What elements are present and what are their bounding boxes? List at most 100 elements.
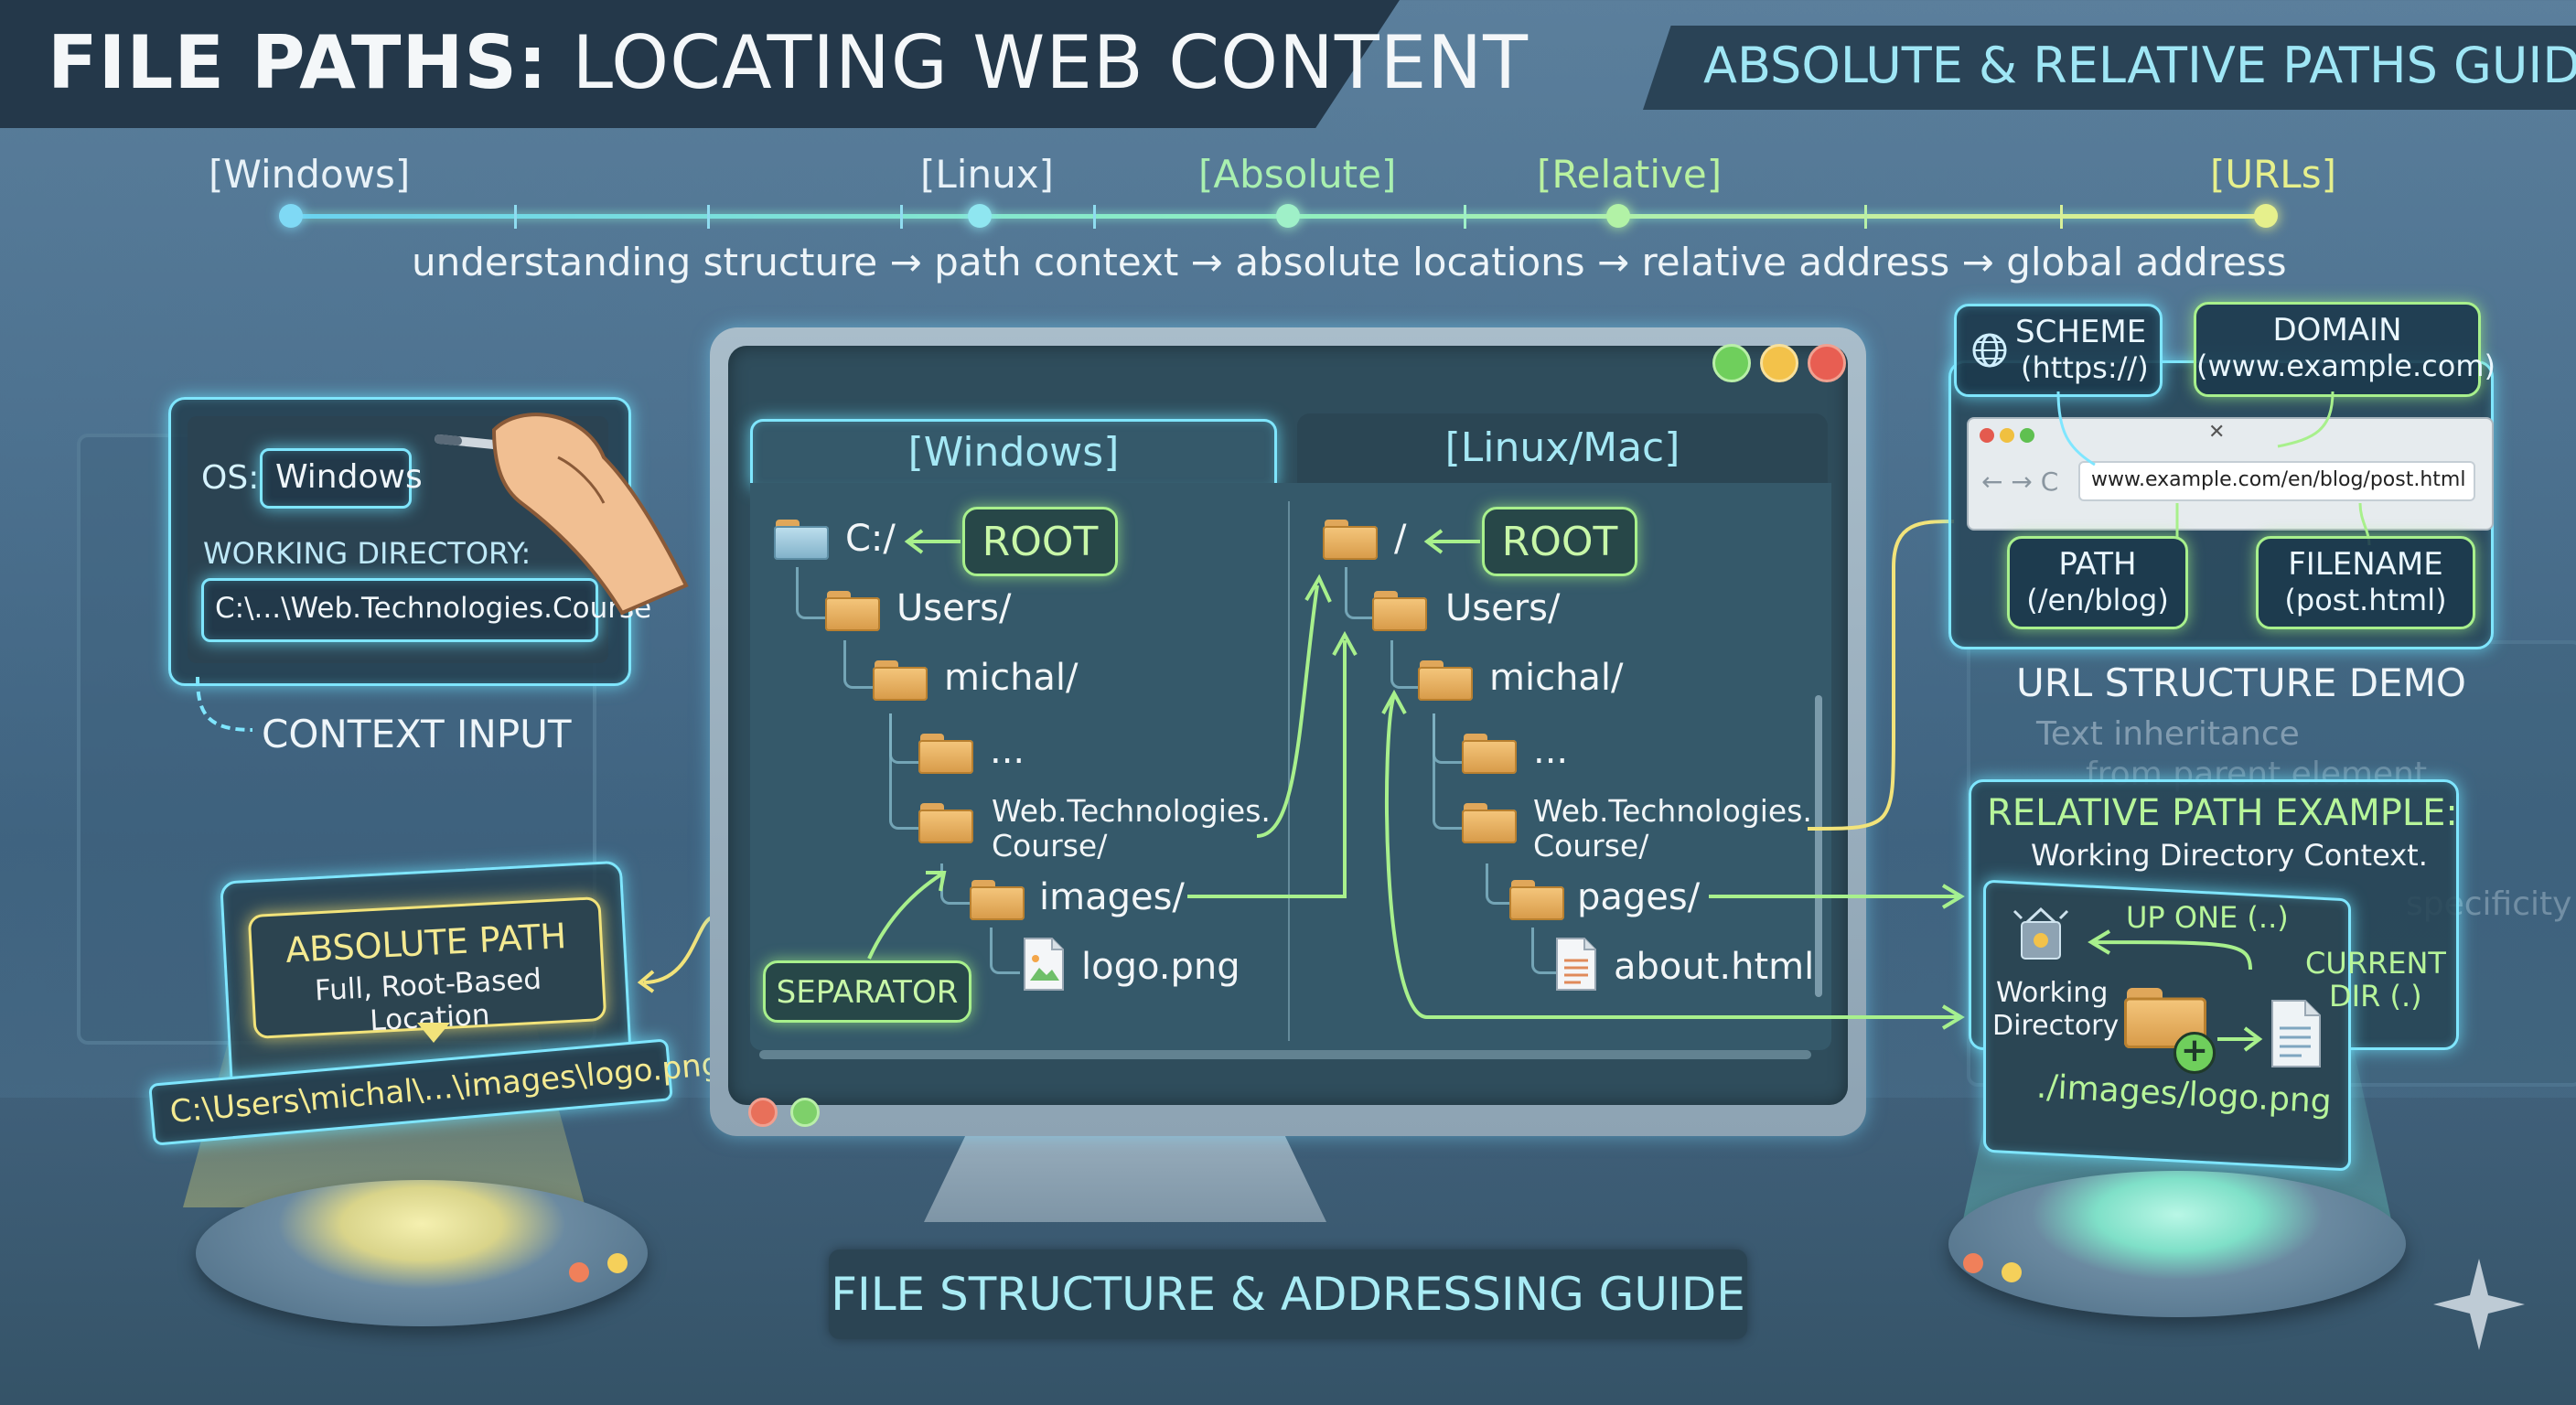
absolute-pedestal	[196, 1180, 648, 1326]
lin-tree-line-4	[1433, 713, 1463, 830]
title-banner	[0, 0, 1400, 128]
absolute-pedestal-light-red	[569, 1262, 589, 1282]
monitor-footer-label-box	[829, 1249, 1747, 1339]
domain-box: DOMAIN (www.example.com)	[2194, 302, 2496, 397]
working-directory-icon	[2012, 906, 2069, 960]
url-demo-caption: URL STRUCTURE DEMO	[2016, 660, 2466, 705]
mini-browser-dot-yellow	[2000, 428, 2014, 443]
win-michal-folder-icon	[873, 660, 928, 701]
monitor-to-absolute-arrow	[637, 915, 716, 993]
wd-caption-1: Working	[1996, 977, 2109, 1009]
lin-dots-folder-icon	[1462, 734, 1517, 774]
to-file-arrow	[2217, 1026, 2263, 1052]
relative-path-subtitle: Working Directory Context.	[2031, 838, 2428, 873]
hand-stylus-icon	[435, 413, 689, 616]
timeline-label-urls: [URLs]	[2210, 152, 2336, 197]
monitor-stand	[924, 1121, 1326, 1222]
absolute-callout-pointer	[417, 1023, 450, 1043]
subtitle-banner	[1643, 26, 2576, 110]
title-rest: LOCATING WEB CONTENT	[572, 20, 1529, 105]
timeline-dot-absolute[interactable]	[1276, 204, 1300, 228]
mini-browser-nav-icons[interactable]: ← → C	[1981, 467, 2059, 497]
lin-michal-label: michal/	[1489, 657, 1624, 699]
mini-browser: ✕ ← → C www.example.com/en/blog/post.htm…	[1967, 417, 2494, 531]
context-arrow	[196, 677, 253, 732]
win-users-folder-icon	[825, 591, 880, 631]
current-file-icon	[2271, 1000, 2321, 1067]
absolute-pedestal-light-yellow	[607, 1253, 628, 1273]
separator-arrow	[867, 871, 947, 960]
win-tree-line-1	[796, 567, 826, 619]
timeline-caption: understanding structure → path context →…	[412, 240, 2287, 284]
lin-root-badge: ROOT	[1482, 507, 1637, 576]
timeline-label-linux: [Linux]	[920, 152, 1054, 197]
win-tree-line-4	[889, 713, 919, 830]
lin-tree-line-1	[1345, 567, 1375, 619]
filename-box: FILENAME (post.html)	[2256, 536, 2475, 629]
monitor-footer-label: FILE STRUCTURE & ADDRESSING GUIDE	[831, 1268, 1745, 1321]
lin-course-label-2: Course/	[1533, 828, 1649, 863]
lin-course-folder-icon	[1462, 803, 1517, 843]
lin-root-label: /	[1394, 518, 1407, 560]
tab-windows-label: [Windows]	[907, 429, 1120, 476]
window-maximize-button[interactable]	[1712, 344, 1751, 382]
path-box: PATH (/en/blog)	[2007, 536, 2188, 629]
os-select[interactable]: Windows	[260, 448, 423, 509]
mini-browser-tab-close-icon[interactable]: ✕	[2208, 421, 2226, 444]
os-label: OS:	[201, 459, 260, 497]
up-one-arrow	[2088, 929, 2252, 971]
lin-dots-label: ...	[1533, 730, 1569, 772]
scheme-value: (https://)	[2021, 350, 2149, 385]
window-minimize-button[interactable]	[1760, 344, 1798, 382]
screen-hscrollbar[interactable]	[759, 1050, 1811, 1059]
timeline-label-absolute: [Absolute]	[1198, 152, 1397, 197]
tab-linux[interactable]: [Linux/Mac]	[1297, 413, 1828, 485]
win-tree-line-6	[990, 928, 1020, 974]
mini-browser-dot-red	[1980, 428, 1994, 443]
win-images-label: images/	[1039, 876, 1185, 918]
lin-root-badge-label: ROOT	[1501, 519, 1618, 565]
relative-pedestal-light-red	[1963, 1253, 1983, 1273]
win-dots-folder-icon	[918, 734, 973, 774]
mini-browser-dot-green	[2020, 428, 2034, 443]
win-dots-label: ...	[990, 730, 1025, 772]
wd-caption-2: Directory	[1992, 1010, 2120, 1042]
tree-divider	[1288, 501, 1290, 1041]
tab-windows[interactable]: [Windows]	[750, 419, 1277, 488]
lin-users-label: Users/	[1445, 587, 1561, 629]
screen-scrollbar[interactable]	[1815, 695, 1822, 997]
tab-linux-label: [Linux/Mac]	[1444, 424, 1680, 471]
path-value: (/en/blog)	[2026, 583, 2169, 617]
timeline-dot-urls[interactable]	[2254, 204, 2278, 228]
scheme-label: SCHEME	[2015, 314, 2147, 350]
win-course-label-1: Web.Technologies.	[992, 793, 1271, 829]
mini-browser-address: www.example.com/en/blog/post.html	[2091, 468, 2466, 491]
timeline-dot-relative[interactable]	[1606, 204, 1630, 228]
wd-value: C:\...\Web.Technologies.Course	[215, 592, 652, 625]
lin-about-file-icon	[1556, 938, 1596, 991]
win-images-folder-icon	[970, 880, 1025, 920]
mini-browser-address-bar[interactable]: www.example.com/en/blog/post.html	[2078, 461, 2475, 501]
timeline-dot-windows[interactable]	[279, 204, 303, 228]
relative-pedestal	[1948, 1171, 2406, 1317]
globe-icon	[1972, 333, 2007, 368]
title-bold: FILE PATHS:	[48, 20, 549, 105]
context-input-caption: CONTEXT INPUT	[262, 712, 572, 756]
wd-label: WORKING DIRECTORY:	[203, 536, 531, 571]
domain-value: (www.example.com)	[2196, 349, 2496, 383]
wd-input[interactable]: C:\...\Web.Technologies.Course	[201, 578, 651, 642]
add-folder-icon: +	[2174, 1032, 2216, 1074]
win-michal-label: michal/	[944, 657, 1079, 699]
current-dir-label-1: CURRENT	[2305, 946, 2446, 981]
lin-root-folder-icon	[1323, 520, 1378, 560]
window-close-button[interactable]	[1808, 344, 1846, 382]
timeline-dot-linux[interactable]	[968, 204, 992, 228]
win-root-arrow	[904, 529, 961, 554]
win-root-badge-label: ROOT	[982, 519, 1099, 565]
up-one-label: UP ONE (..)	[2126, 900, 2289, 935]
filename-label: FILENAME	[2288, 546, 2443, 583]
lin-course-label-1: Web.Technologies.	[1533, 793, 1812, 829]
screen-footer-dot-red	[748, 1098, 778, 1127]
screen-footer-dot-green	[790, 1098, 820, 1127]
